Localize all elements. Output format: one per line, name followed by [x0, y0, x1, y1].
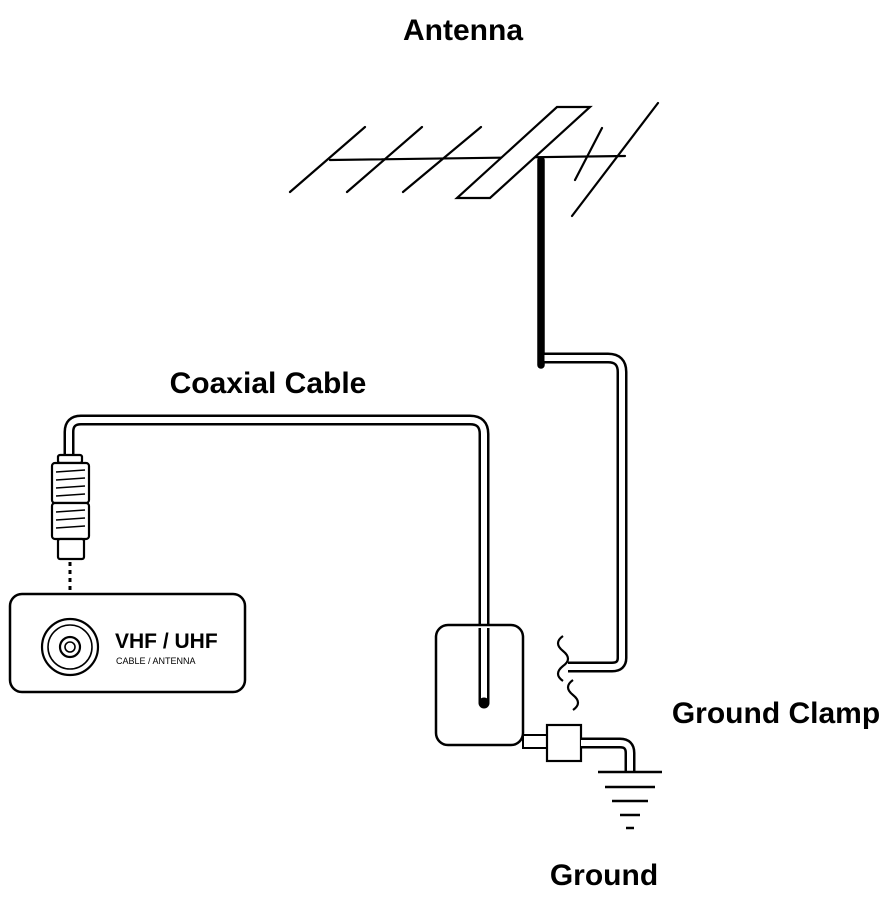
- break-symbol: [556, 635, 580, 711]
- lead-in-cable: [541, 352, 628, 673]
- rf-jack-icon: [40, 617, 100, 677]
- vhf-uhf-label: VHF / UHF: [115, 630, 218, 653]
- coaxial-cable-label: Coaxial Cable: [170, 367, 367, 400]
- ground-clamp-label: Ground Clamp: [672, 697, 880, 730]
- tv-input-panel: VHF / UHF CABLE / ANTENNA: [8, 592, 247, 694]
- antenna-label: Antenna: [403, 14, 523, 47]
- coax-connector-icon: [50, 453, 91, 561]
- ground-label: Ground: [550, 859, 658, 892]
- cable-antenna-label: CABLE / ANTENNA: [116, 656, 196, 666]
- ground-icon: [598, 770, 662, 830]
- ground-wire: [581, 737, 636, 772]
- ground-clamp-icon: [522, 723, 583, 763]
- antenna-icon: [288, 101, 660, 369]
